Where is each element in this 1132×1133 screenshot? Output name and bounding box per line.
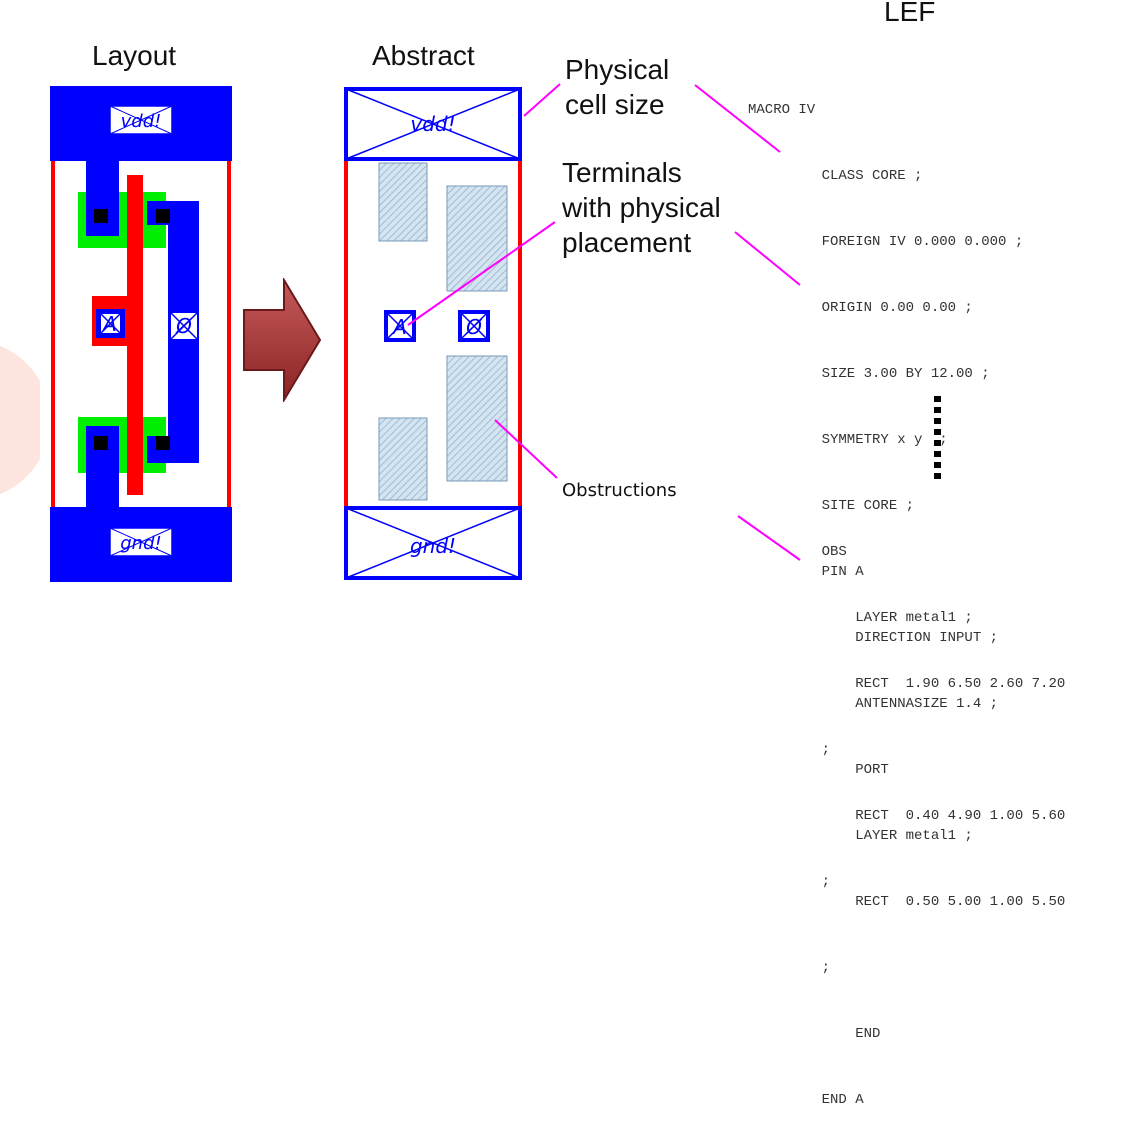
transform-arrow [243,278,322,402]
lef-line: RECT 1.90 6.50 2.60 7.20 [788,676,1066,692]
leader-cell-size [523,83,561,117]
contact [156,209,170,223]
callout-line: cell size [565,89,665,120]
decorative-arc [0,345,40,495]
leader-obs-line [737,515,801,561]
metal-out-bottom [147,436,199,463]
lef-line: CLASS CORE ; [788,168,923,184]
lef-line: ; [788,874,831,890]
layout-pin-a-label: A [101,312,117,336]
abstract-heading: Abstract [372,40,475,71]
lef-line: SYMMETRY x y ; [788,432,948,448]
layout-vdd-label: vdd! [121,111,162,132]
abstract-cell-diagram: vdd! gnd! A Ø [344,87,522,580]
obstruction [446,355,508,482]
lef-line: MACRO IV [748,102,816,118]
callout-line: placement [562,227,692,258]
obstruction [378,162,428,242]
lef-line: END [788,1026,881,1042]
lef-line: OBS [788,544,847,560]
leader-pin-line [734,231,801,286]
lef-line: LAYER metal1 ; [788,610,973,626]
contact [156,436,170,450]
lef-line: ; [788,742,831,758]
lef-line: RECT 0.40 4.90 1.00 5.60 [788,808,1066,824]
lef-line: PIN A [788,564,864,580]
layout-heading: Layout [92,40,177,71]
contact [94,436,108,450]
callout-line: Physical [565,54,670,85]
leader-terminals [407,221,556,326]
obstruction [378,417,428,501]
terminals-callout: Terminals with physical placement [562,155,721,260]
lef-obs-block: OBS LAYER metal1 ; RECT 1.90 6.50 2.60 7… [748,497,1066,915]
lef-heading: LEF [884,0,936,27]
continuation-dots [934,396,941,479]
leader-size-line [694,84,781,153]
abstract-vdd-label: vdd! [410,112,455,136]
callout-line: Terminals [562,157,682,188]
lef-line: ; [788,960,831,976]
lef-line: ORIGIN 0.00 0.00 ; [788,300,973,316]
abstract-pin-z-label: Ø [465,315,483,339]
leader-obstructions [494,419,558,479]
lef-line: END A [788,1092,864,1108]
lef-line: FOREIGN IV 0.000 0.000 ; [788,234,1024,250]
obstruction [446,185,508,292]
contact [94,209,108,223]
abstract-gnd-label: gnd! [410,534,456,558]
lef-line: SIZE 3.00 BY 12.00 ; [788,366,990,382]
obstructions-callout: Obstructions [562,480,677,501]
layout-pin-z-label: Ø [175,314,193,338]
layout-cell-diagram: A Ø vdd! gnd! [50,86,232,582]
leader-lines [407,83,801,561]
abstract-pin-a-label: A [391,315,407,339]
cell-size-callout: Physical cell size [565,52,669,122]
layout-gnd-label: gnd! [120,533,161,554]
lef-line: SITE CORE ; [788,498,915,514]
callout-line: with physical [562,192,721,223]
